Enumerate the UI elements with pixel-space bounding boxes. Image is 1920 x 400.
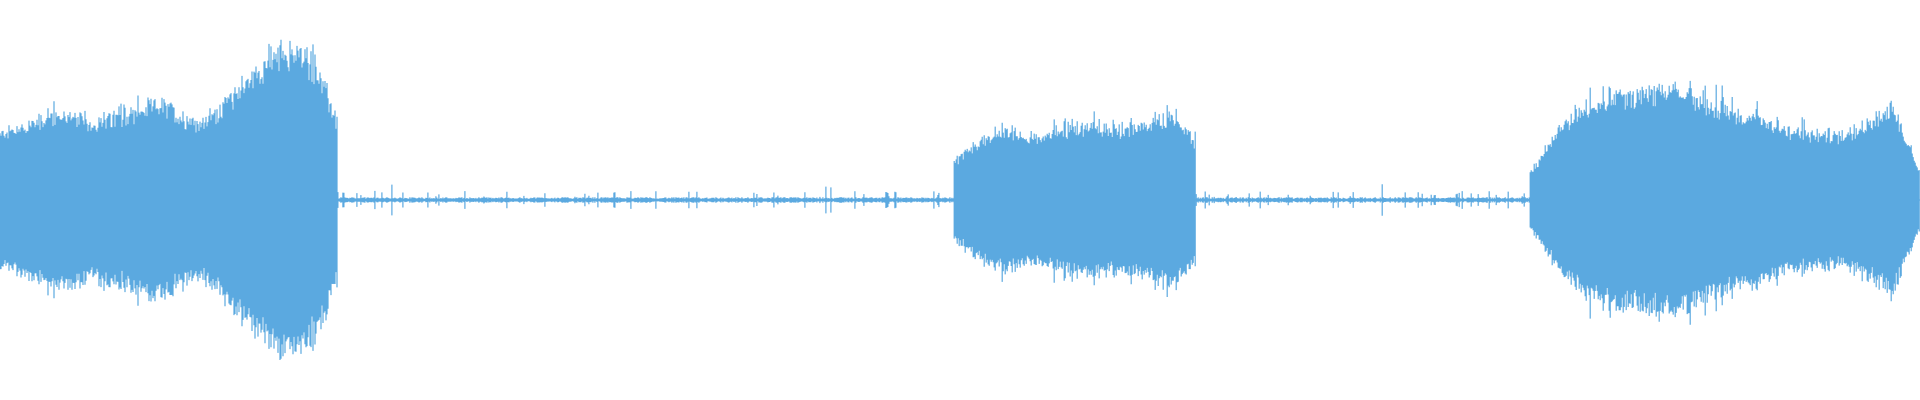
waveform-envelope [0, 39, 1920, 360]
waveform-quiet-region [337, 184, 955, 216]
waveform-loud-region [0, 39, 338, 360]
waveform-loud-region [953, 105, 1196, 297]
waveform-quiet-region [1195, 184, 1531, 216]
waveform-loud-region [1529, 80, 1920, 325]
